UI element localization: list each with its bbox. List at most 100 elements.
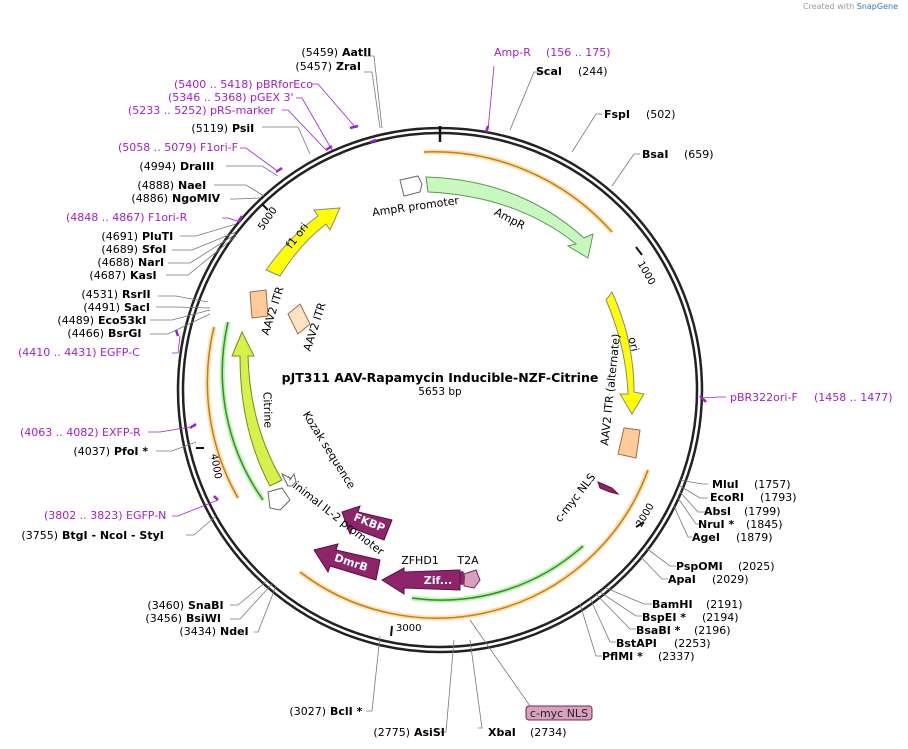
ampr-arrow [425, 176, 594, 259]
site-ngomiv-name: NgoMIV [172, 192, 221, 205]
min-il2-promoter-arrow [267, 487, 291, 511]
site-bamhi-pos: (2191) [706, 598, 743, 611]
site-rsrii-name: RsrII [122, 288, 151, 301]
primer-exfp-r-name: EXFP-R [102, 426, 141, 439]
site-apai-pos: (2029) [712, 573, 749, 586]
tick-2000: 2000 [634, 502, 656, 530]
site-bsrgi-name: BsrGI [108, 327, 141, 340]
site-mlui-name: MluI [712, 478, 739, 491]
arc-ampr-span [423, 151, 613, 233]
arc-green-bottom [411, 545, 584, 601]
primer-prs-marker-range: (5233 .. 5252) [128, 104, 207, 117]
site-btgi-name: BtgI - NcoI - StyI [62, 529, 164, 542]
site-bstapi-name: BstAPI [616, 637, 657, 650]
site-scai-pos: (244) [578, 65, 608, 78]
aav2-itr-alt-box [617, 427, 641, 459]
ampr-promoter-label: AmpR promoter [371, 194, 460, 219]
site-pflmi-name: PflMI * [602, 650, 643, 663]
site-snabi-pos: (3460) [147, 599, 184, 612]
site-nrui-name: NruI * [698, 518, 734, 531]
site-zrai-name: ZraI [336, 60, 361, 73]
site-psii-name: PsiI [232, 122, 254, 135]
site-pfoi-pos: (4037) [73, 445, 110, 458]
site-draiii-pos: (4994) [139, 160, 176, 173]
primer-f1ori-f-range: (5058 .. 5079) [118, 141, 197, 154]
arc-green-left [221, 321, 264, 501]
site-agei-name: AgeI [692, 531, 720, 544]
site-bcli-pos: (3027) [289, 705, 326, 718]
site-btgi-pos: (3755) [21, 529, 58, 542]
site-xbai-pos: (2734) [530, 726, 567, 739]
site-nrui-pos: (1845) [746, 518, 783, 531]
site-bstapi-pos: (2253) [674, 637, 711, 650]
primer-pgex3-range: (5346 .. 5368) [168, 91, 247, 104]
site-psii-pos: (5119) [191, 122, 228, 135]
site-pfoi-name: PfoI * [114, 445, 148, 458]
site-mlui-pos: (1757) [754, 478, 791, 491]
site-nari-name: NarI [138, 256, 164, 269]
site-zrai-pos: (5457) [295, 60, 332, 73]
site-saci-name: SacI [124, 301, 150, 314]
site-ecori-pos: (1793) [760, 491, 797, 504]
primer-egfp-c-range: (4410 .. 4431) [18, 346, 97, 359]
site-pluti-pos: (4691) [101, 230, 138, 243]
credit-brand: SnapGene [856, 2, 898, 11]
site-bspei-pos: (2194) [702, 611, 739, 624]
site-pspomi-name: PspOMI [676, 560, 723, 573]
primer-amp-r-range: (156 .. 175) [546, 46, 611, 59]
zfhd1-arrow [381, 567, 461, 595]
zif-label: Zif... [424, 574, 452, 587]
site-pflmi-pos: (2337) [658, 650, 695, 663]
site-sfoi-name: SfoI [142, 243, 166, 256]
site-pluti-name: PluTI [142, 230, 173, 243]
site-draiii-name: DraIII [180, 160, 214, 173]
dmrb-arrow [313, 543, 381, 581]
citrine-arrow [231, 330, 283, 487]
f1-ori-arrow [265, 207, 341, 277]
plasmid-size: 5653 bp [418, 386, 462, 398]
primer-f1ori-f-name: F1ori-F [200, 141, 238, 154]
aav2-itr-box-a [249, 289, 269, 319]
site-aatii-name: AatII [342, 46, 371, 59]
t2a-label: T2A [456, 554, 479, 567]
site-ngomiv-pos: (4886) [131, 192, 168, 205]
site-naei-pos: (4888) [137, 179, 174, 192]
site-fspi-name: FspI [604, 108, 630, 121]
primer-pbrforeco-range: (5400 .. 5418) [174, 78, 253, 91]
site-pspomi-pos: (2025) [738, 560, 775, 573]
primer-pbr322ori-f-name: pBR322ori-F [730, 391, 798, 404]
ori-label: ori [626, 336, 642, 353]
arc-left-span [206, 326, 239, 499]
primer-pgex3-name: pGEX 3' [250, 91, 294, 104]
cmyc-nls-callout-label: c-myc NLS [530, 707, 588, 720]
cmyc-nls-arrow [597, 481, 620, 495]
aav2-itr-box-b [287, 303, 311, 335]
zfhd1-label: ZFHD1 [401, 554, 439, 567]
site-bsabi-pos: (2196) [694, 624, 731, 637]
credit-prefix: Created with [803, 2, 855, 11]
primer-pbr322ori-f-range: (1458 .. 1477) [814, 391, 893, 404]
ori-arrow [605, 291, 645, 415]
site-bsiwi-name: BsiWI [186, 612, 221, 625]
site-kasi-pos: (4687) [89, 269, 126, 282]
site-absi-pos: (1799) [744, 505, 781, 518]
site-nari-pos: (4688) [97, 256, 134, 269]
site-apai-name: ApaI [668, 573, 696, 586]
aav2-itr-alt-label: AAV2 ITR (alternate) [598, 333, 623, 446]
site-ndei-pos: (3434) [179, 625, 216, 638]
site-asisi-pos: (2775) [373, 726, 410, 739]
tick-5000: 5000 [256, 205, 280, 232]
site-sfoi-pos: (4689) [101, 243, 138, 256]
site-bamhi-name: BamHI [652, 598, 693, 611]
site-fspi-pos: (502) [646, 108, 676, 121]
cmyc-nls-label: c-myc NLS [552, 471, 598, 525]
kozak-label: Kozak sequence [300, 409, 358, 491]
primer-amp-r-name: Amp-R [494, 46, 531, 59]
site-bsai-pos: (659) [684, 148, 714, 161]
site-scai-name: ScaI [536, 65, 562, 78]
site-naei-name: NaeI [178, 179, 206, 192]
site-bsabi-name: BsaBI * [636, 624, 681, 637]
site-snabi-name: SnaBI [188, 599, 224, 612]
primer-pbrforeco-name: pBRforEco [256, 78, 313, 91]
tick-4000: 4000 [208, 453, 223, 480]
